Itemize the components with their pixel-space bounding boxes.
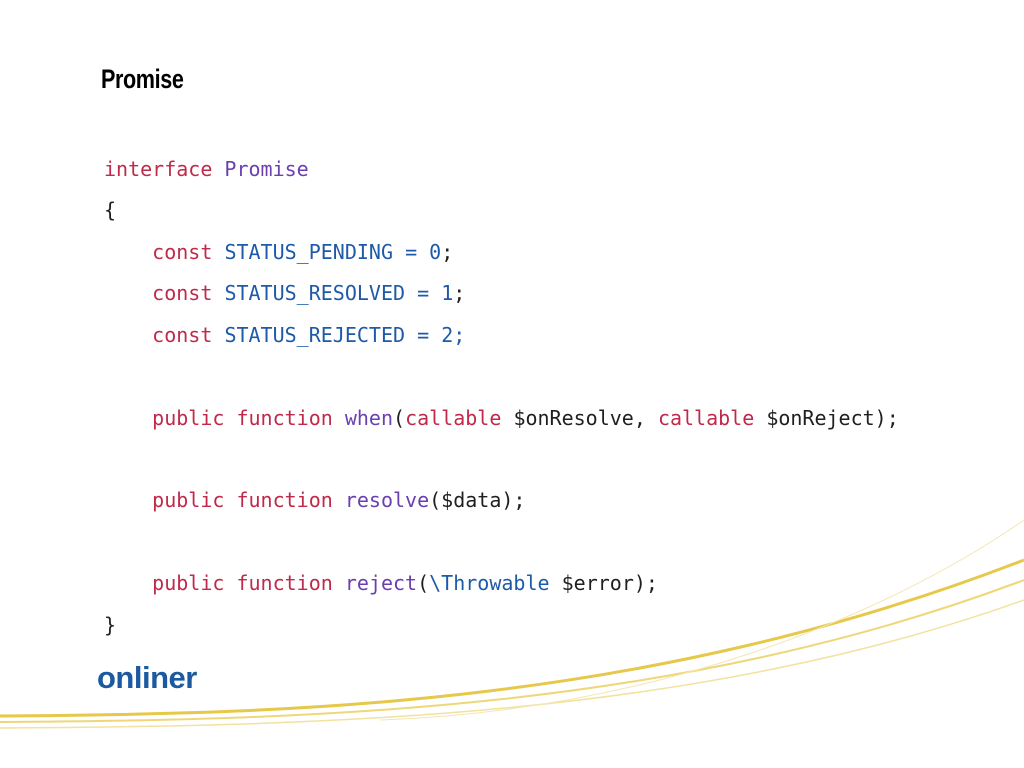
- code-argument: $onReject);: [766, 406, 899, 430]
- code-function-name: reject: [344, 571, 418, 595]
- code-keyword: interface: [104, 157, 213, 181]
- code-function-name: resolve: [344, 488, 430, 512]
- code-number: 1: [441, 281, 454, 305]
- code-function-name: when: [344, 406, 394, 430]
- code-operator: =: [405, 240, 418, 264]
- code-keyword: function: [236, 406, 333, 430]
- code-line-1: interface Promise: [104, 155, 309, 183]
- code-number: 0: [429, 240, 442, 264]
- code-keyword: public: [152, 488, 225, 512]
- code-keyword: const: [152, 240, 213, 264]
- code-semicolon: ;: [453, 323, 466, 347]
- code-keyword: public: [152, 571, 225, 595]
- code-semicolon: ;: [441, 240, 454, 264]
- code-semicolon: ;: [453, 281, 466, 305]
- code-line-5: const STATUS_REJECTED = 2;: [104, 321, 465, 349]
- code-keyword: function: [236, 488, 333, 512]
- code-constant: STATUS_PENDING: [224, 240, 394, 264]
- code-keyword: public: [152, 406, 225, 430]
- code-keyword: const: [152, 323, 213, 347]
- code-type: callable: [405, 406, 502, 430]
- code-argument: $error);: [561, 571, 658, 595]
- code-type: \Throwable: [429, 571, 550, 595]
- code-operator: =: [417, 323, 430, 347]
- decorative-swoosh: [0, 519, 1024, 729]
- code-line-9: }: [104, 611, 116, 639]
- onliner-logo: onliner: [97, 660, 197, 695]
- code-line-2: {: [104, 196, 116, 224]
- code-interface-name: Promise: [224, 157, 309, 181]
- code-brace-close: }: [104, 613, 117, 637]
- code-keyword: function: [236, 571, 333, 595]
- code-type: callable: [657, 406, 755, 430]
- code-line-3: const STATUS_PENDING = 0;: [104, 238, 453, 266]
- code-line-6: public function when(callable $onResolve…: [104, 404, 899, 432]
- code-argument: ($data);: [429, 488, 526, 512]
- code-number: 2: [441, 323, 454, 347]
- slide-title: Promise: [101, 64, 184, 94]
- code-argument: $onResolve,: [513, 406, 646, 430]
- code-brace-open: {: [104, 198, 117, 222]
- code-paren: (: [417, 571, 430, 595]
- code-line-4: const STATUS_RESOLVED = 1;: [104, 279, 465, 307]
- code-constant: STATUS_REJECTED: [224, 323, 406, 347]
- code-paren: (: [393, 406, 406, 430]
- code-constant: STATUS_RESOLVED: [224, 281, 406, 305]
- code-line-7: public function resolve($data);: [104, 486, 525, 514]
- code-keyword: const: [152, 281, 213, 305]
- code-line-8: public function reject(\Throwable $error…: [104, 569, 658, 597]
- code-operator: =: [417, 281, 430, 305]
